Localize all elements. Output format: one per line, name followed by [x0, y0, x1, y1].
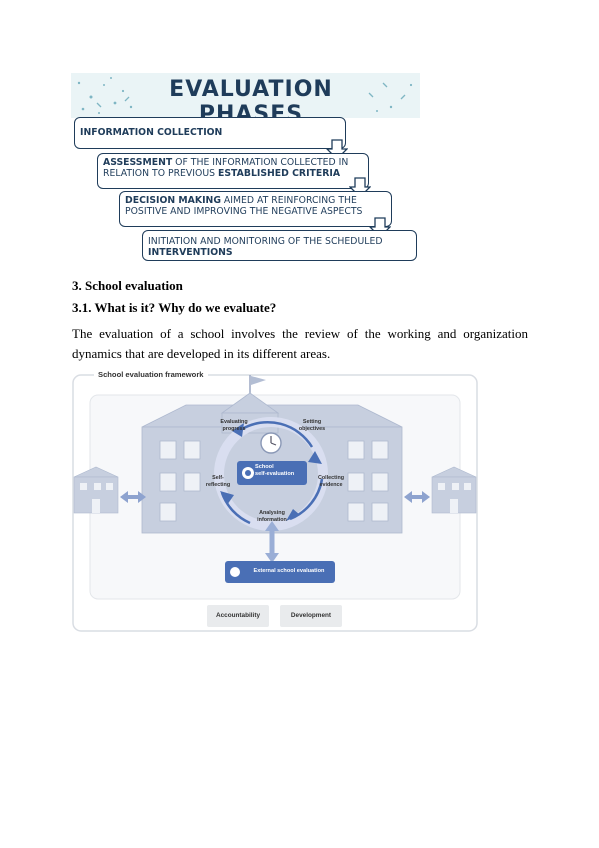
phase-step-3-bold: DECISION MAKING	[125, 195, 221, 206]
label-setting-objectives: Setting objectives	[298, 419, 326, 432]
subsection-heading: 3.1. What is it? Why do we evaluate?	[72, 300, 277, 315]
phase-step-3-text: AIMED AT REINFORCING THE POSITIVE AND IM…	[125, 195, 363, 217]
school-evaluation-framework-figure: School evaluation framework Evaluating p…	[72, 369, 490, 637]
phase-step-2-bold2: ESTABLISHED CRITERIA	[218, 167, 341, 179]
label-collecting-evidence: Collecting evidence	[317, 475, 345, 488]
intro-paragraph: The evaluation of a school involves the …	[72, 326, 528, 361]
phase-step-4-bold2: INTERVENTIONS	[148, 246, 233, 258]
phase-step-1: INFORMATION COLLECTION	[74, 117, 346, 149]
accountability-box: Accountability	[207, 605, 269, 627]
phases-title: EVALUATION PHASES	[169, 77, 333, 127]
phase-step-2-bold: ASSESSMENT	[103, 157, 173, 168]
phase-step-4: INITIATION AND MONITORING OF THE SCHEDUL…	[142, 230, 417, 261]
label-evaluating-progress: Evaluating progress	[220, 419, 248, 432]
external-evaluation-label: External school evaluation	[253, 568, 325, 574]
evaluation-phases-figure: EVALUATION PHASES INFORMATION COLLECTION…	[71, 73, 420, 263]
title-band	[71, 73, 420, 118]
phase-step-4-text: INITIATION AND MONITORING OF THE SCHEDUL…	[148, 236, 383, 247]
center-self-evaluation-label: School self-evaluation	[255, 464, 295, 477]
phase-step-3: DECISION MAKING AIMED AT REINFORCING THE…	[119, 191, 392, 227]
section-heading: 3. School evaluation	[72, 278, 183, 293]
framework-tag: School evaluation framework	[94, 369, 208, 380]
phase-step-1-bold: INFORMATION COLLECTION	[80, 127, 223, 138]
label-self-reflecting: Self- reflecting	[205, 475, 231, 488]
framework-graphic	[72, 374, 478, 632]
development-box: Development	[280, 605, 342, 627]
phase-step-2: ASSESSMENT OF THE INFORMATION COLLECTED …	[97, 153, 369, 189]
label-analysing-information: Analysing information	[257, 510, 287, 523]
phase-step-2-text: OF THE INFORMATION COLLECTED IN RELATION…	[103, 157, 349, 179]
decorative-dots	[77, 77, 413, 114]
